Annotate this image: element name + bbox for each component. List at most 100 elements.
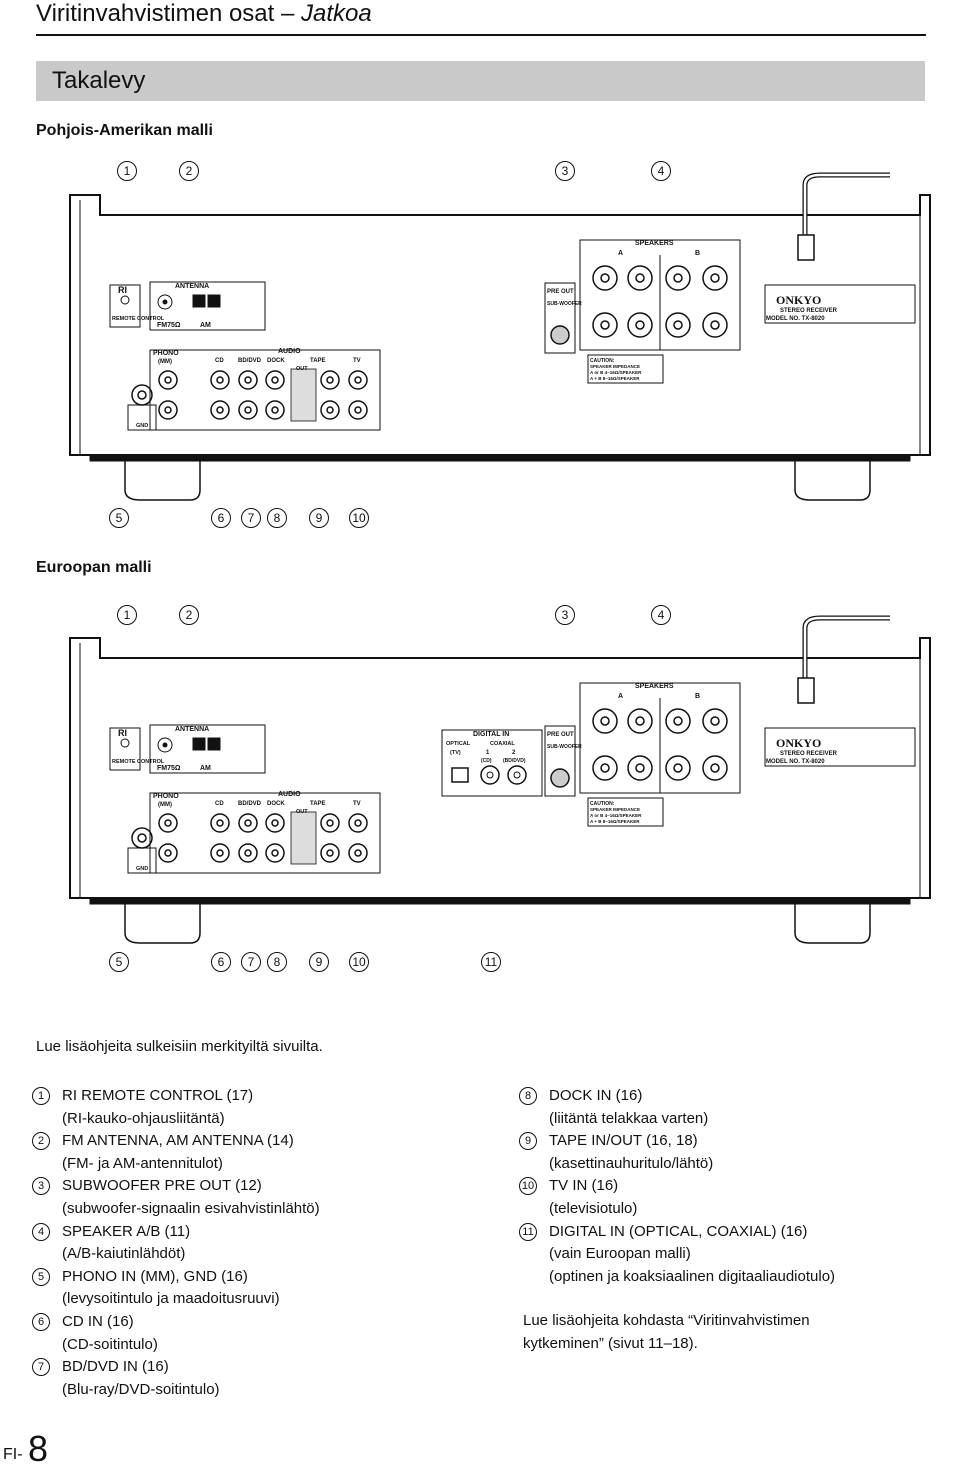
item-desc: (Blu-ray/DVD-soitintulo) — [62, 1380, 220, 1398]
callout-4: 4 — [651, 161, 671, 181]
coaxial-label: COAXIAL — [490, 741, 515, 747]
am-label-eu: AM — [200, 765, 211, 772]
callout-4-eu: 4 — [651, 605, 671, 625]
caution-line-3-eu: A + B 8~16Ω/SPEAKER — [590, 819, 640, 824]
coaxial-bddvd-label: (BD/DVD) — [503, 758, 526, 764]
title-text: Viritinvahvistimen osat — [36, 0, 275, 27]
model-no-label-eu: MODEL NO. TX-8020 — [766, 759, 825, 765]
gnd-label: GND — [136, 423, 148, 429]
item-desc: (CD-soitintulo) — [62, 1335, 158, 1353]
am-label: AM — [200, 322, 211, 329]
speakers-label-eu: SPEAKERS — [635, 683, 674, 690]
fm75-label: FM75Ω — [157, 322, 181, 329]
item-number: 8 — [519, 1087, 537, 1105]
brand-label: ONKYO — [776, 293, 821, 307]
tv-label: TV — [353, 358, 361, 364]
section-title: Takalevy — [52, 67, 146, 94]
speaker-b-label: B — [695, 250, 700, 257]
out-label-eu: OUT — [296, 809, 308, 815]
cd-label-eu: CD — [215, 801, 224, 807]
item-desc: (subwoofer-signaalin esivahvistinlähtö) — [62, 1199, 320, 1217]
page-number: 8 — [28, 1428, 49, 1469]
sub-woofer-label: SUB-WOOFER — [547, 301, 582, 307]
dock-label-eu: DOCK — [267, 801, 285, 807]
reference-note: Lue lisäohjeita sulkeisiin merkityiltä s… — [36, 1038, 323, 1055]
rear-panel-north-america: RI REMOTE CONTROL ANTENNA FM75Ω AM PHONO… — [69, 172, 931, 501]
item-desc: (FM- ja AM-antennitulot) — [62, 1154, 223, 1172]
mm-label: (MM) — [158, 359, 172, 365]
caution-line-3: A + B 8~16Ω/SPEAKER — [590, 376, 640, 381]
caution-title: CAUTION: — [590, 358, 615, 364]
pre-out-label: PRE OUT — [547, 289, 574, 295]
callout-3-eu: 3 — [555, 605, 575, 625]
tv-label-eu: TV — [353, 801, 361, 807]
callout-3: 3 — [555, 161, 575, 181]
callout-7-eu: 7 — [241, 952, 261, 972]
list-item: 6 CD IN (16) (CD-soitintulo) — [32, 1311, 482, 1356]
ri-label-eu: RI — [118, 728, 127, 738]
right-note-line-1: Lue lisäohjeita kohdasta “Viritinvahvist… — [523, 1312, 810, 1330]
tape-label: TAPE — [310, 358, 326, 364]
bddvd-label: BD/DVD — [238, 358, 262, 364]
list-item: 8 DOCK IN (16) (liitäntä telakkaa varten) — [519, 1085, 939, 1130]
caution-line-2: A or B 4~16Ω/SPEAKER — [590, 370, 642, 375]
item-desc: (vain Euroopan malli) — [549, 1245, 691, 1263]
item-number: 2 — [32, 1132, 50, 1151]
coaxial-2-label: 2 — [512, 750, 516, 756]
item-desc: (RI-kauko-ohjausliitäntä) — [62, 1109, 225, 1127]
sub-woofer-label-eu: SUB-WOOFER — [547, 744, 582, 750]
item-desc: (liitäntä telakkaa varten) — [549, 1109, 709, 1127]
remote-control-label-eu: REMOTE CONTROL — [112, 759, 165, 765]
item-title: SUBWOOFER PRE OUT (12) — [62, 1177, 262, 1195]
item-title: RI REMOTE CONTROL (17) — [62, 1087, 254, 1104]
remote-control-label: REMOTE CONTROL — [112, 316, 165, 322]
callout-1-eu: 1 — [117, 605, 137, 625]
footer-prefix: FI- — [3, 1446, 23, 1463]
optical-tv-label: (TV) — [450, 750, 461, 756]
page-title: Viritinvahvistimen osat – Jatkoa — [36, 0, 372, 28]
item-title: DOCK IN (16) — [549, 1087, 643, 1104]
list-spacer — [549, 1288, 939, 1310]
caution-line-1-eu: SPEAKER IMPEDANCE — [590, 807, 640, 812]
item-title: PHONO IN (MM), GND (16) — [62, 1267, 248, 1285]
callout-9-eu: 9 — [309, 952, 329, 972]
callout-5-eu: 5 — [109, 952, 129, 972]
item-number: 9 — [519, 1132, 537, 1151]
item-title: SPEAKER A/B (11) — [62, 1222, 191, 1240]
parts-list-left: 1 RI REMOTE CONTROL (17) (RI-kauko-ohjausl… — [32, 1085, 482, 1401]
item-number: 10 — [519, 1177, 537, 1196]
coaxial-1-label: 1 — [486, 750, 490, 756]
antenna-label: ANTENNA — [175, 283, 209, 290]
item-title: DIGITAL IN (OPTICAL, COAXIAL) (16) — [549, 1222, 808, 1240]
gnd-label-eu: GND — [136, 866, 148, 872]
right-note: Lue lisäohjeita kohdasta “Viritinvahvist… — [523, 1310, 939, 1355]
model-label-europe: Euroopan malli — [36, 559, 152, 576]
callout-7: 7 — [241, 508, 261, 528]
item-number: 5 — [32, 1267, 50, 1286]
pre-out-label-eu: PRE OUT — [547, 732, 574, 738]
caution-line-2-eu: A or B 4~16Ω/SPEAKER — [590, 813, 642, 818]
callout-11-eu: 11 — [481, 952, 501, 972]
brand-label-eu: ONKYO — [776, 736, 821, 750]
item-title: TV IN (16) — [549, 1177, 619, 1195]
item-number: 1 — [32, 1087, 50, 1105]
fm75-label-eu: FM75Ω — [157, 765, 181, 772]
phono-label: PHONO — [153, 350, 179, 357]
caution-title-eu: CAUTION: — [590, 801, 615, 807]
antenna-label-eu: ANTENNA — [175, 726, 209, 733]
callout-1: 1 — [117, 161, 137, 181]
tape-label-eu: TAPE — [310, 801, 326, 807]
callout-5: 5 — [109, 508, 129, 528]
out-label: OUT — [296, 366, 308, 372]
speaker-b-label-eu: B — [695, 693, 700, 700]
audio-label: AUDIO — [278, 348, 301, 355]
item-number: 6 — [32, 1312, 50, 1331]
item-title: CD IN (16) — [62, 1312, 134, 1330]
section-bar — [36, 61, 925, 101]
